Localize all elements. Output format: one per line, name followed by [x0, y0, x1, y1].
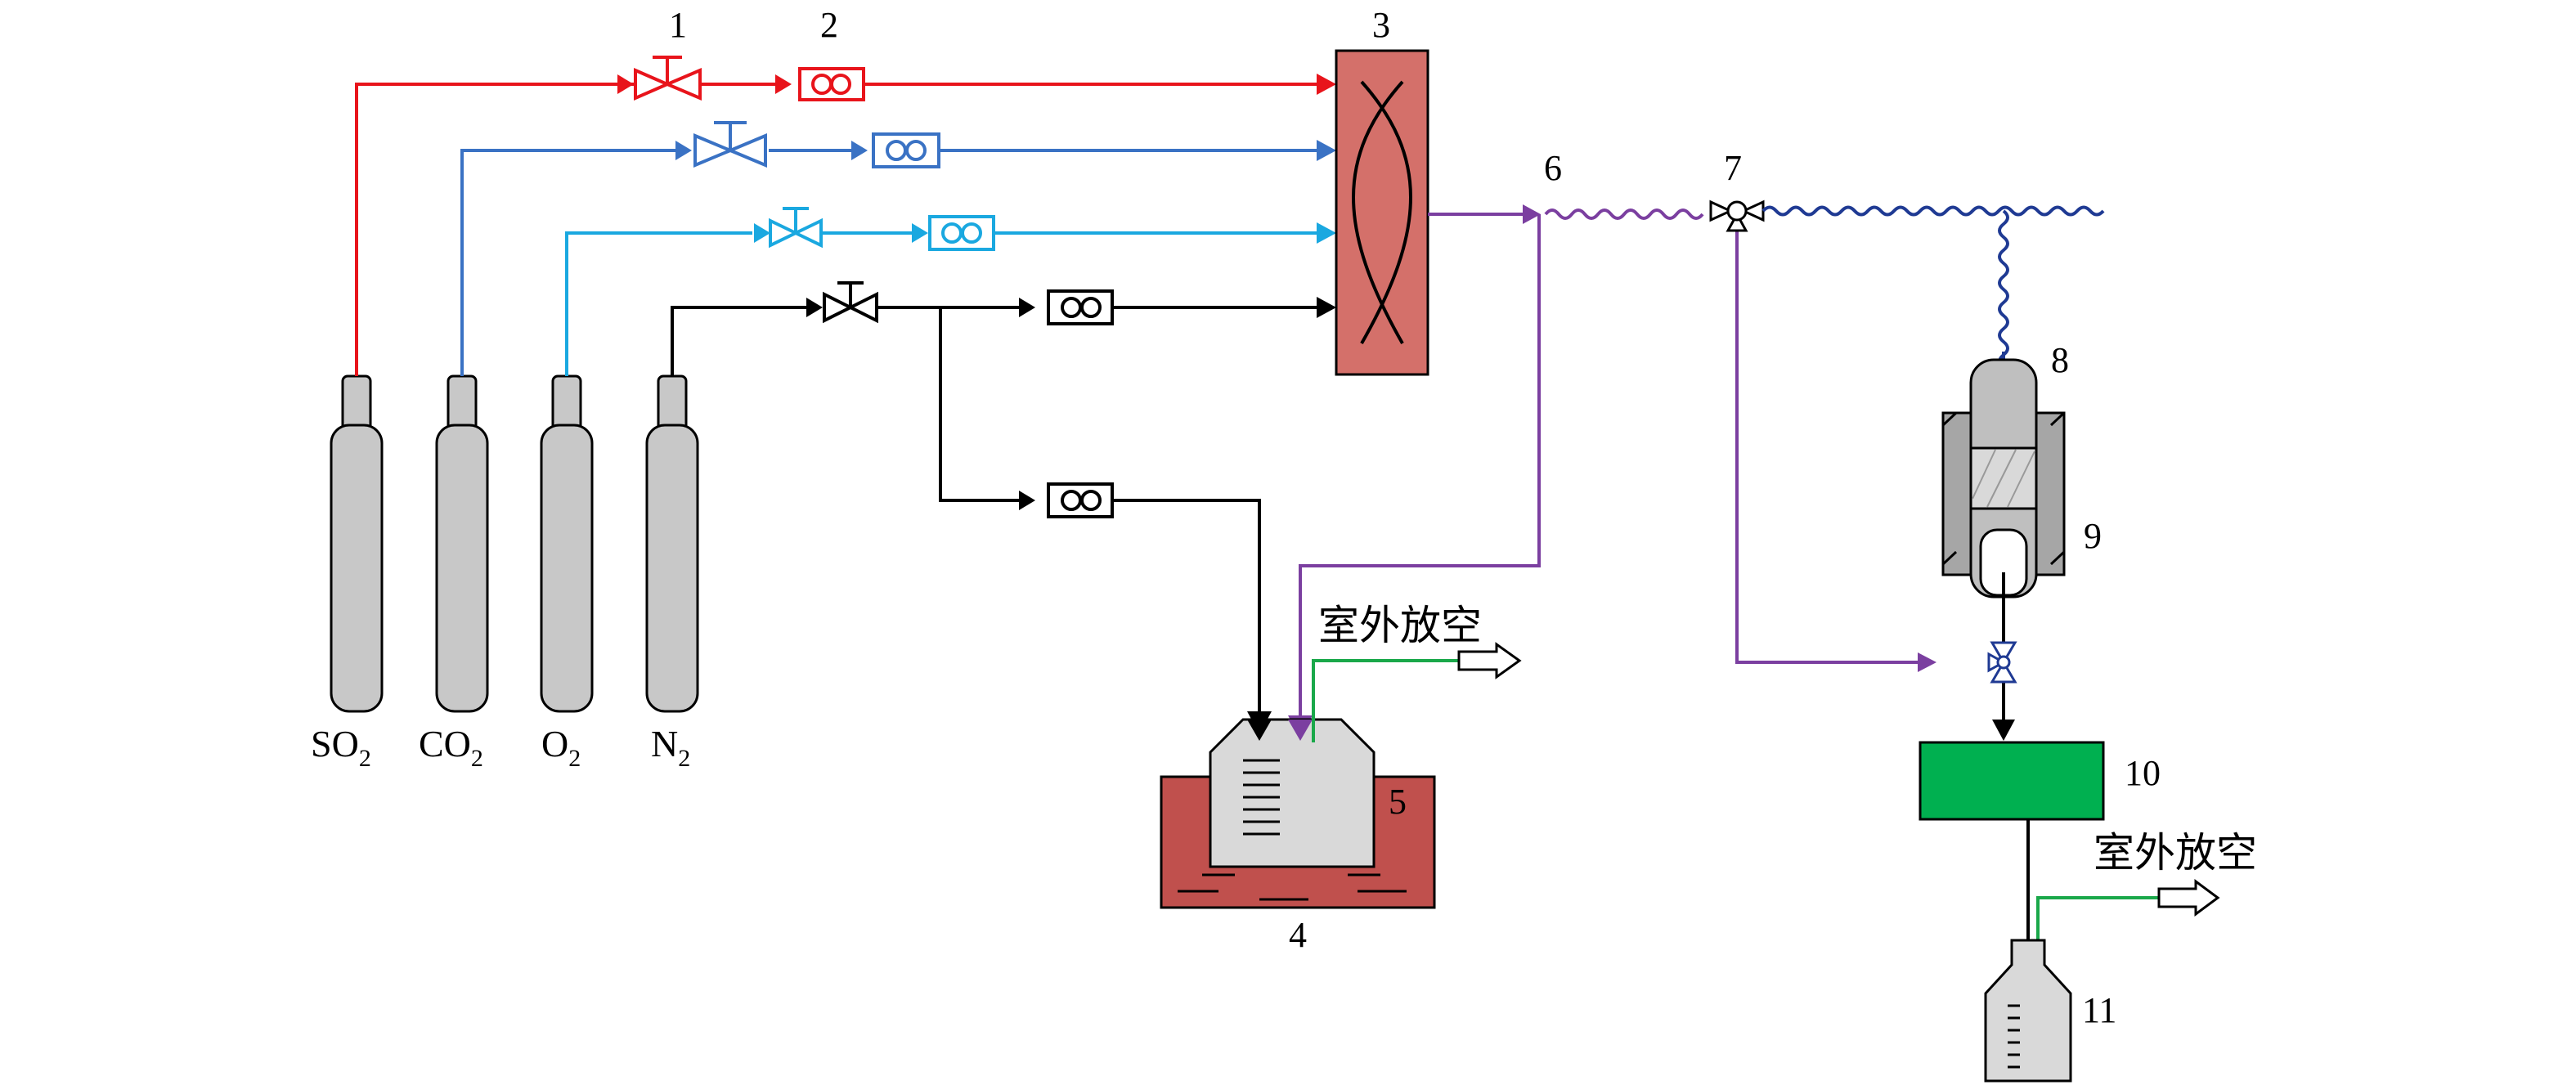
- gas-mixer: [1335, 49, 1429, 376]
- vent-label-humidifier: 室外放空: [1318, 602, 1482, 649]
- label-1: 1: [669, 5, 687, 45]
- n2-cylinder: [645, 374, 699, 713]
- o2-line: [565, 231, 1317, 376]
- collection-bottle: [1984, 939, 2072, 1083]
- label-5: 5: [1389, 782, 1407, 822]
- n2-flowmeter-mixer: [1047, 289, 1114, 325]
- so2-flowmeter: [798, 67, 865, 101]
- label-4: 4: [1289, 915, 1307, 955]
- n2-label: N2: [651, 723, 690, 772]
- label-9: 9: [2084, 516, 2102, 556]
- so2-cylinder: [330, 374, 384, 713]
- co2-cylinder: [435, 374, 489, 713]
- n2-valve: [823, 281, 878, 324]
- o2-cylinder: [540, 374, 594, 713]
- label-11: 11: [2082, 990, 2116, 1030]
- so2-valve: [634, 56, 702, 101]
- co2-valve: [693, 121, 767, 168]
- label-10: 10: [2125, 753, 2161, 793]
- vent-line-humidifier: [1312, 642, 1522, 742]
- label-2: 2: [820, 5, 838, 45]
- gas-analyzer: [1919, 741, 2105, 821]
- o2-flowmeter: [928, 215, 995, 251]
- co2-flowmeter: [872, 132, 940, 168]
- o2-valve: [769, 207, 823, 249]
- co2-label: CO2: [419, 723, 483, 772]
- label-8: 8: [2051, 340, 2069, 380]
- n2-line: [671, 306, 1317, 715]
- n2-flowmeter-humidifier: [1047, 482, 1114, 518]
- o2-label: O2: [541, 723, 581, 772]
- so2-line: [355, 83, 1317, 376]
- outlet-valve: [1987, 641, 2017, 684]
- three-way-valve: [1709, 200, 1765, 232]
- label-6: 6: [1544, 148, 1562, 188]
- vent-label-analyzer: 室外放空: [2094, 829, 2257, 877]
- label-7: 7: [1724, 148, 1742, 188]
- label-3: 3: [1372, 5, 1390, 45]
- mixed-gas-line: [1299, 208, 1918, 720]
- humidifier-bottle: [1209, 718, 1376, 868]
- reaction-column: [1969, 358, 2038, 599]
- co2-line: [460, 149, 1317, 376]
- so2-label: SO2: [311, 723, 371, 772]
